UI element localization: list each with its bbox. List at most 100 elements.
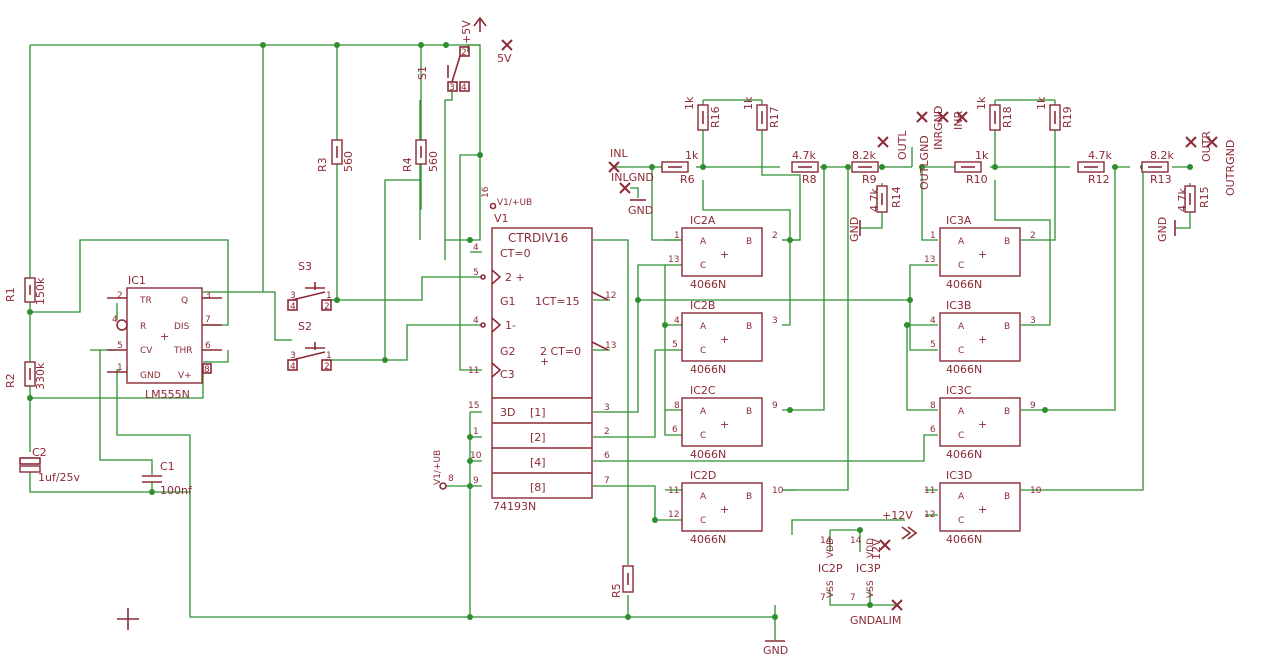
svg-text:IC2C: IC2C: [690, 384, 716, 397]
svg-text:9: 9: [473, 476, 479, 486]
svg-text:14: 14: [820, 536, 832, 546]
svg-text:VDD: VDD: [826, 538, 836, 558]
svg-text:4066N: 4066N: [690, 533, 726, 546]
svg-text:IC3C: IC3C: [946, 384, 972, 397]
svg-text:12: 12: [668, 510, 679, 520]
svg-text:4.7k: 4.7k: [1088, 149, 1112, 162]
svg-text:11: 11: [668, 486, 679, 496]
svg-text:[4]: [4]: [530, 456, 546, 469]
svg-text:GND: GND: [140, 371, 161, 381]
resistor-r2: R2 330k: [4, 361, 47, 390]
svg-text:13: 13: [668, 255, 679, 265]
svg-text:1-: 1-: [505, 319, 516, 332]
svg-text:LM555N: LM555N: [145, 388, 190, 401]
svg-text:R13: R13: [1150, 173, 1172, 186]
svg-text:8: 8: [930, 401, 936, 411]
svg-text:4: 4: [473, 243, 479, 253]
svg-text:C: C: [958, 431, 964, 441]
svg-text:R15: R15: [1198, 186, 1211, 208]
svg-text:R12: R12: [1088, 173, 1110, 186]
svg-text:4066N: 4066N: [946, 363, 982, 376]
svg-text:R17: R17: [768, 106, 781, 128]
svg-text:14: 14: [850, 536, 862, 546]
svg-text:IC2A: IC2A: [690, 214, 716, 227]
svg-text:+: +: [720, 333, 729, 346]
svg-text:15: 15: [468, 401, 479, 411]
svg-text:6: 6: [672, 425, 678, 435]
svg-text:6: 6: [604, 451, 610, 461]
svg-text:B: B: [746, 407, 752, 417]
svg-text:R3: R3: [316, 157, 329, 172]
svg-text:A: A: [700, 237, 707, 247]
svg-text:[1]: [1]: [530, 406, 546, 419]
resistor-r3: R3 560: [316, 139, 355, 172]
svg-text:+12V: +12V: [882, 509, 913, 522]
svg-text:1k: 1k: [975, 96, 988, 110]
svg-text:GNDALIM: GNDALIM: [850, 614, 901, 627]
svg-text:OUTRGND: OUTRGND: [1224, 140, 1237, 196]
svg-text:2 CT=0: 2 CT=0: [540, 345, 581, 358]
svg-text:Q: Q: [181, 296, 188, 306]
svg-text:3: 3: [1030, 316, 1036, 326]
svg-text:A: A: [700, 492, 707, 502]
svg-text:4066N: 4066N: [946, 278, 982, 291]
svg-text:2: 2: [1030, 231, 1036, 241]
svg-text:4066N: 4066N: [946, 533, 982, 546]
svg-text:C: C: [700, 431, 706, 441]
svg-text:THR: THR: [173, 346, 193, 356]
ic1-lm555: IC1 LM555N TR Q R DIS CV THR GND V+ 2 3 …: [107, 274, 222, 401]
svg-text:IC3P: IC3P: [856, 562, 881, 575]
svg-text:4: 4: [290, 362, 296, 372]
svg-text:4066N: 4066N: [690, 278, 726, 291]
svg-text:2: 2: [604, 427, 610, 437]
svg-text:CV: CV: [140, 346, 153, 356]
svg-text:R18: R18: [1001, 106, 1014, 128]
svg-text:560: 560: [342, 151, 355, 172]
svg-text:R16: R16: [709, 106, 722, 128]
svg-text:1: 1: [326, 351, 332, 361]
svg-text:8: 8: [674, 401, 680, 411]
svg-text:C: C: [958, 261, 964, 271]
capacitor-c2: C2 1uf/25v: [19, 446, 81, 484]
svg-text:+: +: [978, 503, 987, 516]
svg-text:3: 3: [205, 291, 211, 301]
svg-text:8.2k: 8.2k: [1150, 149, 1174, 162]
svg-text:C: C: [700, 516, 706, 526]
svg-text:IC2B: IC2B: [690, 299, 715, 312]
junctions: [27, 42, 1193, 620]
svg-text:6: 6: [205, 341, 211, 351]
svg-text:1: 1: [930, 231, 936, 241]
svg-text:7: 7: [205, 315, 211, 325]
svg-text:3: 3: [604, 403, 610, 413]
svg-text:4.7k: 4.7k: [792, 149, 816, 162]
svg-text:S1: S1: [416, 66, 429, 80]
svg-text:INL: INL: [610, 147, 628, 160]
svg-text:12V: 12V: [870, 538, 883, 560]
svg-text:5V: 5V: [497, 52, 512, 65]
svg-text:[8]: [8]: [530, 481, 546, 494]
svg-text:CTRDIV16: CTRDIV16: [508, 231, 568, 245]
svg-text:B: B: [1004, 407, 1010, 417]
svg-text:1: 1: [326, 291, 332, 301]
svg-text:B: B: [1004, 492, 1010, 502]
svg-text:2: 2: [461, 48, 467, 58]
svg-text:4.7k: 4.7k: [1176, 188, 1189, 212]
svg-text:B: B: [746, 237, 752, 247]
svg-text:R6: R6: [680, 173, 695, 186]
svg-text:R9: R9: [862, 173, 877, 186]
svg-text:C1: C1: [160, 460, 175, 473]
net-labels: +5V 5V INL INLGND GND OUTL OUTLGND GND I…: [117, 16, 1237, 657]
svg-text:1k: 1k: [683, 96, 696, 110]
svg-text:OUTLGND: OUTLGND: [918, 135, 931, 190]
svg-text:C2: C2: [32, 446, 47, 459]
svg-text:+: +: [720, 248, 729, 261]
svg-text:7: 7: [604, 476, 610, 486]
svg-text:DIS: DIS: [174, 322, 190, 332]
resistor-r12: R12 4.7k: [1077, 149, 1112, 186]
